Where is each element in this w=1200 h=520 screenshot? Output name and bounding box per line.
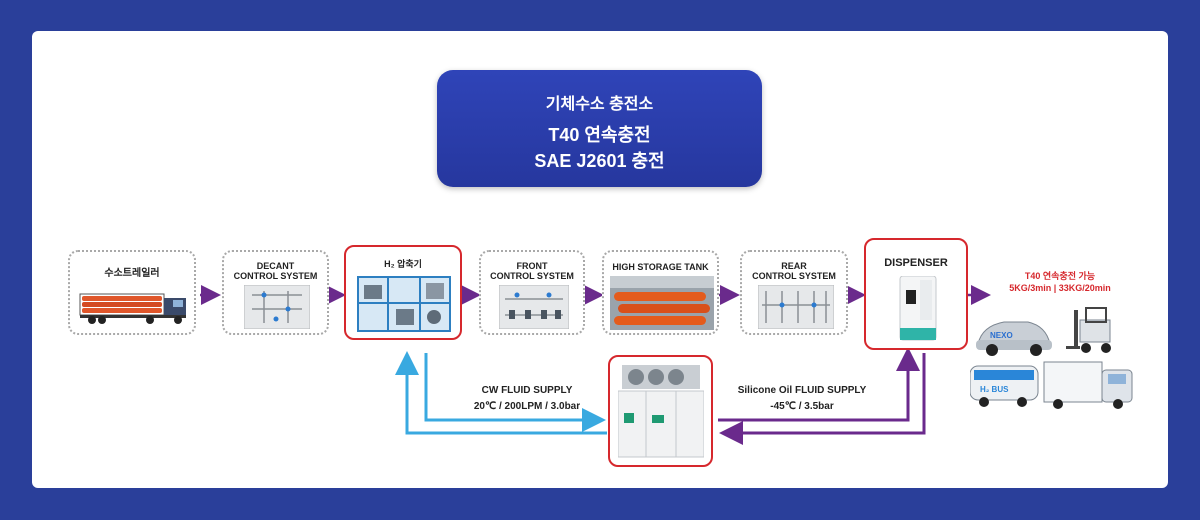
node-label-front: FRONT CONTROL SYSTEM bbox=[490, 261, 574, 281]
control-panel-icon bbox=[758, 285, 834, 329]
cw-fluid-spec: 20℃ / 200LPM / 3.0bar bbox=[473, 401, 581, 412]
oil-supply-line bbox=[718, 347, 920, 422]
cw-fluid-title: CW FLUID SUPPLY bbox=[481, 385, 573, 396]
bus-label: H₂ BUS bbox=[980, 385, 1009, 394]
node-label-compressor: H₂ 압축기 bbox=[384, 259, 422, 269]
charging-spec-line-1: T40 연속충전 가능 bbox=[1024, 271, 1096, 281]
node-hydrogen-trailer: 수소트레일러 bbox=[68, 250, 196, 335]
oil-fluid-loop bbox=[718, 347, 926, 445]
storage-tank-icon bbox=[610, 276, 714, 330]
control-panel-icon bbox=[244, 285, 310, 329]
cw-supply-line bbox=[424, 353, 606, 432]
node-rear-control-system: REAR CONTROL SYSTEM bbox=[740, 250, 848, 335]
node-decant-control-system: DECANT CONTROL SYSTEM bbox=[222, 250, 329, 335]
node-dispenser: DISPENSER bbox=[864, 238, 968, 350]
node-front-control-system: FRONT CONTROL SYSTEM bbox=[479, 250, 585, 335]
charging-spec-line-2: 5KG/3min | 33KG/20min bbox=[1009, 283, 1111, 293]
oil-fluid-spec: -45℃ / 3.5bar bbox=[770, 401, 834, 412]
title-line-1: 기체수소 충전소 bbox=[545, 96, 654, 113]
oil-fluid-label: Silicone Oil FLUID SUPPLY -45℃ / 3.5bar bbox=[722, 383, 882, 415]
fuel-cell-truck-icon bbox=[1043, 361, 1133, 409]
chiller-unit-icon bbox=[618, 365, 704, 458]
cw-return-line bbox=[395, 351, 607, 435]
title-line-3: SAE J2601 충전 bbox=[534, 151, 665, 171]
oil-fluid-title: Silicone Oil FLUID SUPPLY bbox=[737, 385, 867, 396]
dispenser-unit-icon bbox=[899, 276, 937, 341]
node-label-storage: HIGH STORAGE TANK bbox=[612, 262, 709, 272]
fuel-cell-car-icon: NEXO bbox=[976, 321, 1052, 356]
title-box: 기체수소 충전소 T40 연속충전 SAE J2601 충전 bbox=[437, 70, 762, 187]
node-chiller-unit bbox=[608, 355, 713, 467]
control-panel-icon bbox=[499, 285, 569, 329]
node-label-trailer: 수소트레일러 bbox=[104, 268, 160, 279]
node-label-dispenser: DISPENSER bbox=[884, 257, 948, 269]
title-line-2: T40 연속충전 bbox=[548, 125, 651, 145]
node-label-rear: REAR CONTROL SYSTEM bbox=[752, 261, 836, 281]
forklift-icon bbox=[1066, 307, 1111, 353]
node-label-decant: DECANT CONTROL SYSTEM bbox=[233, 261, 318, 281]
cw-fluid-loop bbox=[395, 351, 607, 435]
tube-trailer-icon bbox=[79, 293, 186, 324]
node-high-storage-tank: HIGH STORAGE TANK bbox=[602, 250, 719, 335]
compressor-unit-icon bbox=[357, 276, 451, 332]
vehicle-group: NEXO H₂ BUS bbox=[970, 307, 1133, 409]
fuel-cell-bus-icon: H₂ BUS bbox=[970, 365, 1039, 407]
charging-spec: T40 연속충전 가능 5KG/3min | 33KG/20min bbox=[995, 270, 1125, 294]
node-h2-compressor: H₂ 압축기 bbox=[344, 245, 462, 340]
cw-fluid-label: CW FLUID SUPPLY 20℃ / 200LPM / 3.0bar bbox=[452, 383, 602, 415]
car-label: NEXO bbox=[990, 331, 1013, 340]
oil-return-line bbox=[719, 353, 926, 445]
